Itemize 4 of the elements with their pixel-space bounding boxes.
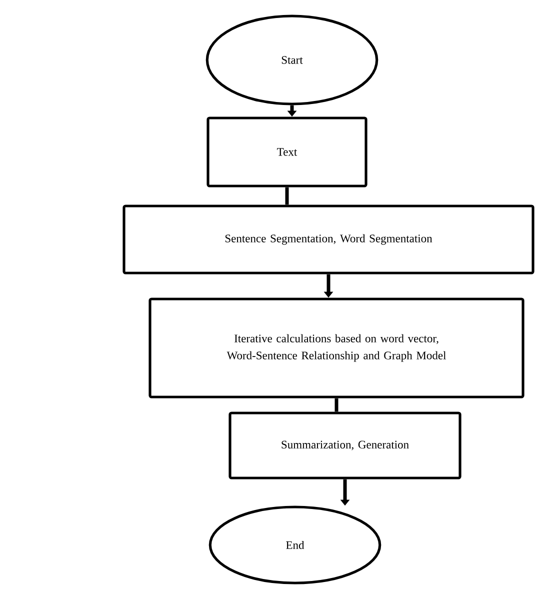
process-box: Summarization, Generation	[228, 412, 462, 480]
process-box: Text	[206, 116, 368, 188]
process-box: Iterative calculations based on word vector, Word-Sentence Relationship and Graph Model	[148, 298, 524, 398]
process-box: Sentence Segmentation, Word Segmentation	[122, 204, 534, 274]
